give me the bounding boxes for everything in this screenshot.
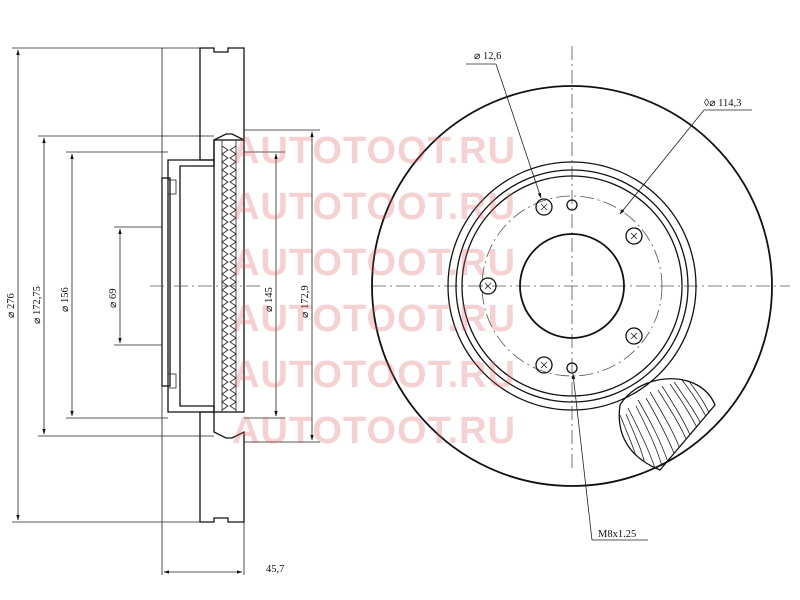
- dim-braking-inner: ⌀ 145: [264, 287, 275, 312]
- vane-serration: [221, 153, 237, 163]
- vane-serration: [221, 201, 237, 211]
- vane-serration: [221, 185, 237, 195]
- hat-inner-edge: [461, 175, 683, 397]
- vane-serration: [221, 305, 237, 315]
- side-view: ⌀ 276 ⌀ 172,75 ⌀ 156 ⌀ 69 ⌀ 145 ⌀ 172,9 …: [6, 47, 320, 575]
- watermark-text: AUTOTOOT.RU: [232, 298, 516, 340]
- vane-serration: [221, 249, 237, 259]
- vane-serration: [221, 209, 237, 219]
- label-pcd: ◊⌀ 114,3: [704, 98, 741, 109]
- center-bore: [519, 233, 625, 339]
- watermark-group: AUTOTOOT.RU AUTOTOOT.RU AUTOTOOT.RU AUTOTOO…: [232, 130, 516, 452]
- vane-serration: [221, 337, 237, 347]
- vane-serration: [221, 257, 237, 267]
- pcd-circle: [481, 195, 663, 377]
- vane-serration: [221, 265, 237, 275]
- braking-surface-inner-edge: [447, 161, 697, 411]
- vane-serration: [221, 217, 237, 227]
- watermark-text: AUTOTOOT.RU: [232, 242, 516, 284]
- vane-serration: [221, 369, 237, 379]
- vane-serration: [221, 393, 237, 403]
- watermark-text: AUTOTOOT.RU: [232, 186, 516, 228]
- vane-serration: [221, 297, 237, 307]
- label-thread: M8x1.25: [598, 529, 636, 540]
- vane-serration: [221, 361, 237, 371]
- threaded-holes: [566, 199, 578, 374]
- vane-serration: [221, 233, 237, 243]
- vane-serration: [221, 401, 237, 411]
- vane-serration: [221, 329, 237, 339]
- vane-serration: [221, 273, 237, 283]
- vane-cutaway: [618, 378, 716, 471]
- stud-holes: [479, 198, 643, 374]
- vane-serration: [221, 385, 237, 395]
- vane-serration: [221, 377, 237, 387]
- hub-thread-top: [167, 179, 177, 195]
- dim-width: 45,7: [266, 564, 284, 575]
- vane-serration: [221, 241, 237, 251]
- dim-hat-diameter: ⌀ 172,75: [32, 286, 43, 324]
- vane-serrations: [221, 145, 237, 411]
- vane-serration: [221, 193, 237, 203]
- label-hole-diameter: ⌀ 12,6: [474, 51, 501, 62]
- vane-serration: [221, 345, 237, 355]
- watermark-text: AUTOTOOT.RU: [232, 410, 516, 452]
- dim-inner-diameter: ⌀ 156: [60, 287, 71, 312]
- vane-serration: [221, 177, 237, 187]
- vane-serration: [221, 289, 237, 299]
- vane-serration: [221, 169, 237, 179]
- dim-outer-diameter: ⌀ 276: [6, 293, 17, 318]
- vane-serration: [221, 321, 237, 331]
- leaders: [466, 63, 752, 541]
- vane-serration: [221, 161, 237, 171]
- dim-braking-outer: ⌀ 172,9: [300, 285, 311, 318]
- hub-thread-bottom: [167, 373, 177, 389]
- hub-flange: [161, 177, 171, 387]
- vane-serration: [221, 353, 237, 363]
- watermark-text: AUTOTOOT.RU: [232, 130, 516, 172]
- vane-serration: [221, 225, 237, 235]
- vane-serration: [221, 145, 237, 155]
- disc-outer-edge: [371, 85, 773, 487]
- dim-center-bore: ⌀ 69: [108, 289, 119, 308]
- hat-outer-edge: [455, 169, 689, 403]
- cooling-vanes: [213, 139, 245, 413]
- vane-serration: [221, 313, 237, 323]
- watermark-text: AUTOTOOT.RU: [232, 354, 516, 396]
- front-view: ⌀ 12,6 ◊⌀ 114,3 M8x1.25: [371, 46, 790, 541]
